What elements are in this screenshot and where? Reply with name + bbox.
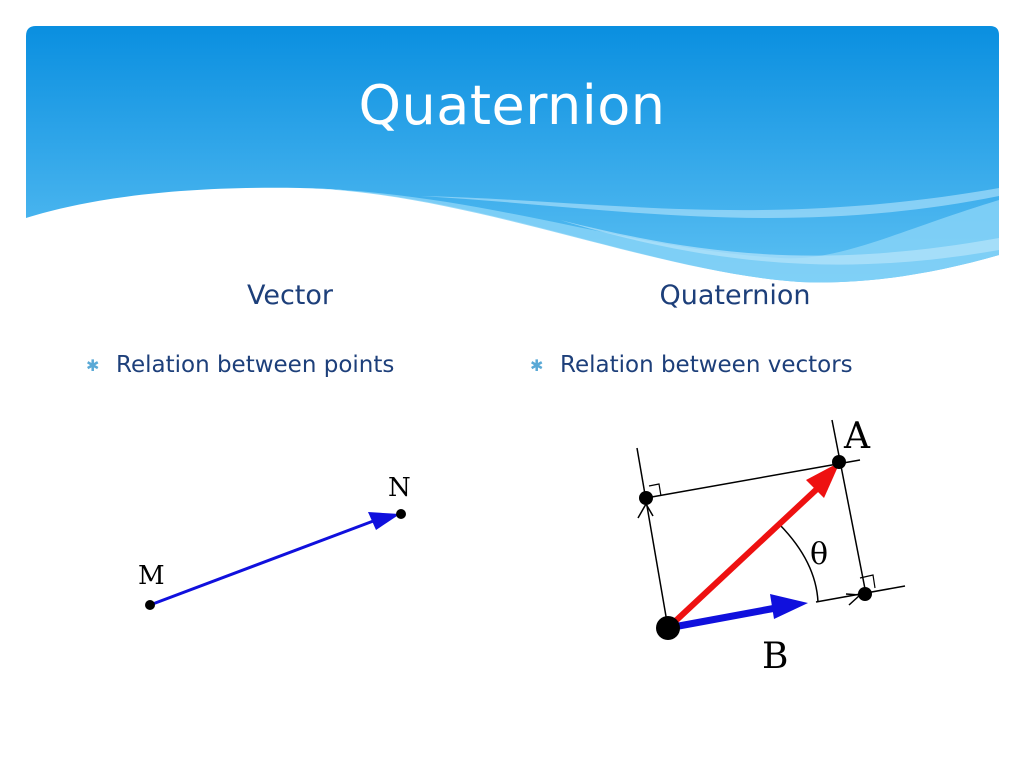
point-n <box>396 509 406 519</box>
quaternion-bullet: ✱ Relation between vectors <box>530 348 853 382</box>
projection-point-top <box>639 491 653 505</box>
vector-diagram: M N <box>138 473 411 610</box>
right-angle-mark-bottom <box>859 574 876 589</box>
point-m <box>145 600 155 610</box>
origin-point <box>656 616 680 640</box>
vector-b-label: B <box>762 636 788 677</box>
vector-b-arrowhead <box>770 594 808 619</box>
vector-mn-line <box>149 518 377 607</box>
header-banner <box>26 26 999 283</box>
right-angle-mark-top <box>648 483 662 497</box>
perpendicular-line-right <box>831 419 867 595</box>
vector-bullet: ✱ Relation between points <box>86 348 394 382</box>
projection-point-bottom <box>858 587 872 601</box>
point-m-label: M <box>138 561 165 591</box>
quaternion-diagram: θ A B <box>636 416 906 677</box>
angle-theta-label: θ <box>810 537 828 572</box>
perpendicular-line-left <box>636 447 669 629</box>
vector-a-line <box>665 485 821 631</box>
bullet-star-icon: ✱ <box>530 355 544 375</box>
vector-heading: Vector <box>246 280 334 311</box>
vector-a-arrowhead <box>806 462 840 498</box>
angle-arc <box>779 524 819 603</box>
quaternion-bullet-text: Relation between vectors <box>560 352 853 378</box>
vector-bullet-text: Relation between points <box>116 352 395 378</box>
point-a <box>832 455 846 469</box>
quaternion-heading: Quaternion <box>659 280 811 311</box>
bullet-star-icon: ✱ <box>86 355 100 375</box>
open-arrow-left <box>637 502 654 519</box>
point-n-label: N <box>388 473 411 503</box>
slide-title: Quaternion <box>358 74 666 137</box>
projection-line-top <box>645 459 861 499</box>
vector-b-line <box>667 604 777 632</box>
vector-a-label: A <box>843 416 871 457</box>
vector-mn-arrowhead <box>368 512 400 530</box>
